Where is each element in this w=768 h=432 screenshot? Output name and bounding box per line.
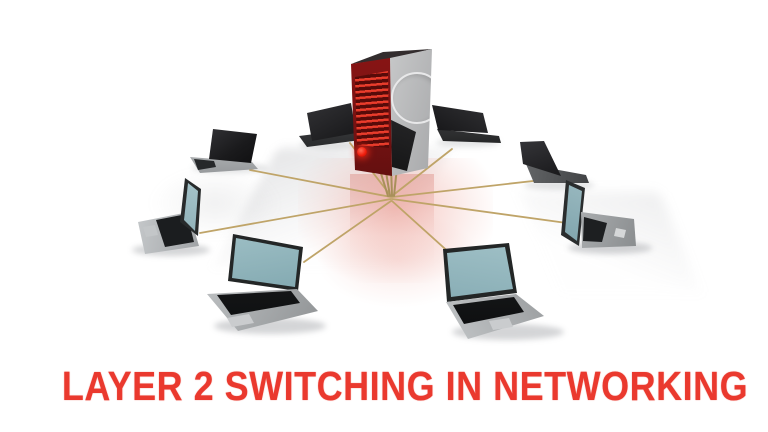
- laptop-keyboard: [194, 159, 216, 170]
- laptop-far-right: [558, 178, 648, 254]
- laptop-screen: [447, 247, 513, 297]
- power-led-icon: [357, 147, 367, 157]
- laptop-screen: [565, 185, 582, 241]
- cable-to-laptop-right: [391, 180, 534, 198]
- cable-to-laptop-far-right: [391, 198, 575, 225]
- laptop-left: [128, 176, 208, 258]
- floor-shadow: [300, 140, 362, 149]
- laptop-touchpad: [489, 318, 513, 330]
- laptop-screen: [184, 183, 198, 231]
- cable-to-laptop-upper-right: [391, 148, 453, 197]
- laptop-upper-right: [430, 102, 502, 146]
- switch-tower: [343, 44, 435, 176]
- tower-side-panel: [390, 49, 432, 176]
- floor-shadow: [436, 138, 500, 147]
- cable-to-laptop-bottom-left: [303, 200, 392, 263]
- cable-to-laptop-top-left: [249, 169, 392, 198]
- laptop-lid: [209, 129, 257, 163]
- floor-shadow: [524, 180, 594, 190]
- cable-to-laptop-left: [199, 198, 392, 234]
- laptop-touchpad: [143, 225, 158, 237]
- fan-cutout-icon: [391, 72, 432, 124]
- laptop-bottom-left: [205, 232, 320, 334]
- cable-to-laptop-bottom-right: [391, 200, 454, 257]
- laptop-top-left: [188, 126, 264, 176]
- laptop-touchpad: [614, 228, 626, 238]
- laptop-bottom-right: [436, 240, 548, 342]
- laptop-upper-left: [298, 101, 362, 149]
- page-title: LAYER 2 SWITCHING IN NETWORKING: [61, 363, 749, 409]
- laptop-right: [516, 136, 592, 186]
- laptop-touchpad: [227, 314, 254, 327]
- tower-vent-grille: [355, 71, 389, 148]
